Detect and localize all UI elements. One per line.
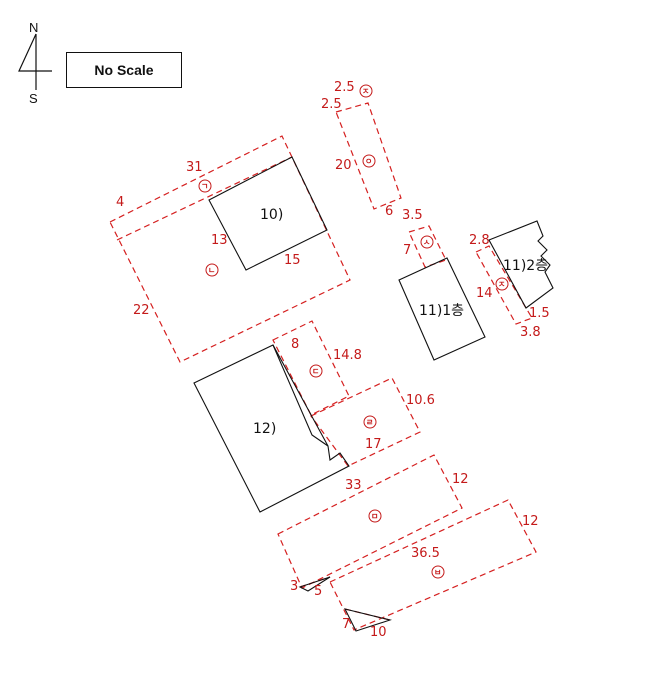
svg-text:ㄴ: ㄴ xyxy=(208,266,215,275)
svg-text:ㅂ: ㅂ xyxy=(434,568,441,577)
building-10 xyxy=(208,156,328,271)
building-12-annex-edge xyxy=(272,344,329,447)
south-label: S xyxy=(29,91,38,106)
svg-text:ㅅ: ㅅ xyxy=(423,238,430,247)
svg-text:ㅈ: ㅈ xyxy=(498,280,505,289)
svg-text:ㄷ: ㄷ xyxy=(312,367,319,376)
building-12 xyxy=(193,344,350,513)
dim-3-5: 3.5 xyxy=(402,208,423,223)
dim-10-6: 10.6 xyxy=(406,393,435,408)
marker-nieun: ㄴ xyxy=(205,263,219,277)
dim-17: 17 xyxy=(365,437,382,452)
marker-jieut-top: ㅈ xyxy=(359,84,373,98)
dim-7b: 7 xyxy=(342,617,350,632)
dim-6: 6 xyxy=(385,204,393,219)
svg-text:ㅁ: ㅁ xyxy=(371,512,378,521)
corner-triangle-bieup xyxy=(343,608,393,632)
dim-2-5b: 2.5 xyxy=(321,97,342,112)
dim-13: 13 xyxy=(211,233,228,248)
marker-bieup: ㅂ xyxy=(431,565,445,579)
marker-mieum: ㅁ xyxy=(368,509,382,523)
marker-rieul: ㄹ xyxy=(363,415,377,429)
dim-22: 22 xyxy=(133,303,150,318)
north-arrow-icon xyxy=(18,33,52,90)
dim-1-5: 1.5 xyxy=(529,306,550,321)
outline-ieung xyxy=(335,102,402,210)
dim-20: 20 xyxy=(335,158,352,173)
label-building-10: 10) xyxy=(260,207,283,223)
outline-giyeok-nieun xyxy=(109,135,351,363)
dim-14-8: 14.8 xyxy=(333,348,362,363)
dim-15: 15 xyxy=(284,253,301,268)
outline-bieup xyxy=(329,499,537,631)
outline-siot xyxy=(408,225,447,268)
dim-2-8: 2.8 xyxy=(469,233,490,248)
dim-2-5a: 2.5 xyxy=(334,80,355,95)
building-11-1 xyxy=(398,257,486,361)
dim-8: 8 xyxy=(291,337,299,352)
dim-14: 14 xyxy=(476,286,493,301)
building-11-2 xyxy=(488,220,554,309)
dim-3: 3 xyxy=(290,579,298,594)
no-scale-label: No Scale xyxy=(66,52,182,88)
north-label: N xyxy=(29,20,38,35)
marker-giyeok: ㄱ xyxy=(198,179,212,193)
svg-text:ㄱ: ㄱ xyxy=(201,182,208,191)
outline-rieul xyxy=(310,377,421,467)
dim-12b: 12 xyxy=(522,514,539,529)
marker-digeut: ㄷ xyxy=(309,364,323,378)
outline-mieum xyxy=(277,454,463,589)
dim-33: 33 xyxy=(345,478,362,493)
label-building-11-1: 11)1층 xyxy=(419,303,464,319)
dim-10: 10 xyxy=(370,625,387,640)
dim-31: 31 xyxy=(186,160,203,175)
dim-36-5: 36.5 xyxy=(411,546,440,561)
dim-12a: 12 xyxy=(452,472,469,487)
marker-jieut-right: ㅈ xyxy=(495,277,509,291)
outline-giyeok-divider xyxy=(116,156,293,241)
dim-5: 5 xyxy=(314,584,322,599)
svg-text:ㄹ: ㄹ xyxy=(366,418,373,427)
svg-text:ㅈ: ㅈ xyxy=(362,87,369,96)
corner-triangle-mieum xyxy=(298,576,331,592)
dim-7a: 7 xyxy=(403,243,411,258)
dim-4: 4 xyxy=(116,195,124,210)
svg-text:ㅇ: ㅇ xyxy=(365,157,372,166)
marker-ieung: ㅇ xyxy=(362,154,376,168)
dim-3-8: 3.8 xyxy=(520,325,541,340)
marker-siot: ㅅ xyxy=(420,235,434,249)
label-building-11-2: 11)2층 xyxy=(503,258,548,274)
outline-jieut-right xyxy=(475,245,533,325)
label-building-12: 12) xyxy=(253,421,276,437)
